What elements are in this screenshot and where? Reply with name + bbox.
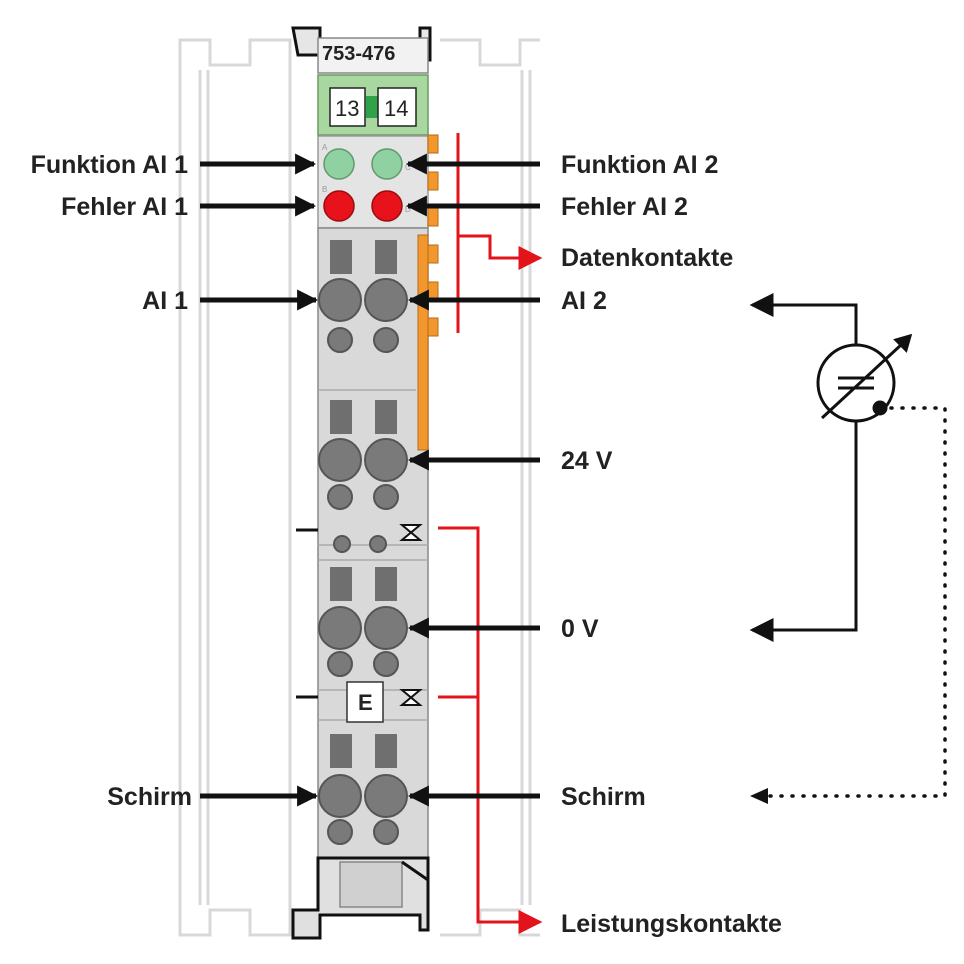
label-fehler-ai1: Fehler AI 1 — [61, 193, 188, 221]
label-datenkontakte: Datenkontakte — [561, 244, 733, 272]
labels: Funktion AI 1 Fehler AI 1 AI 1 Schirm Fu… — [31, 151, 782, 938]
jumper-row-2: E — [296, 681, 423, 723]
terminal-group-0v — [318, 567, 408, 677]
clamp-schirm-2[interactable] — [364, 774, 408, 818]
io-module: 753-476 13 14 A C B D — [291, 26, 439, 940]
terminal-label-13: 13 — [335, 96, 359, 121]
label-schirm-right: Schirm — [561, 783, 646, 811]
led-function-ai2 — [371, 148, 403, 180]
led-letter-a: A — [322, 143, 328, 152]
power-contacts-bracket — [438, 526, 543, 934]
label-schirm-left: Schirm — [107, 783, 192, 811]
right-arrows — [405, 153, 540, 807]
terminal-label-14: 14 — [384, 96, 408, 121]
label-leistungskontakte: Leistungskontakte — [561, 910, 782, 938]
led-error-ai1 — [323, 190, 355, 222]
label-fehler-ai2: Fehler AI 2 — [561, 193, 688, 221]
clamp-schirm-1[interactable] — [318, 774, 362, 818]
clamp-ai1[interactable] — [318, 278, 362, 322]
label-ai1: AI 1 — [142, 287, 188, 315]
jumper-row-1 — [296, 524, 423, 553]
label-funktion-ai2: Funktion AI 2 — [561, 151, 718, 179]
label-24v: 24 V — [561, 447, 613, 475]
sensor-wiring — [749, 293, 858, 642]
clamp-24v[interactable] — [364, 438, 408, 482]
label-0v: 0 V — [561, 615, 599, 643]
label-ai2: AI 2 — [561, 287, 607, 315]
clamp-0v[interactable] — [364, 606, 408, 650]
terminal-group-ai — [318, 240, 408, 353]
shield-wiring-dotted — [758, 406, 947, 798]
sensor-symbol-icon — [816, 333, 913, 423]
left-arrows — [200, 153, 319, 807]
neighbor-module-outlines — [178, 38, 540, 937]
part-number: 753-476 — [322, 43, 395, 65]
marker-e: E — [358, 690, 373, 715]
led-error-ai2 — [371, 190, 403, 222]
terminal-group-24v — [318, 400, 408, 510]
label-funktion-ai1: Funktion AI 1 — [31, 151, 188, 179]
clamp-ai2[interactable] — [364, 278, 408, 322]
led-letter-b: B — [322, 185, 327, 194]
terminal-group-schirm — [318, 734, 408, 845]
led-function-ai1 — [323, 148, 355, 180]
